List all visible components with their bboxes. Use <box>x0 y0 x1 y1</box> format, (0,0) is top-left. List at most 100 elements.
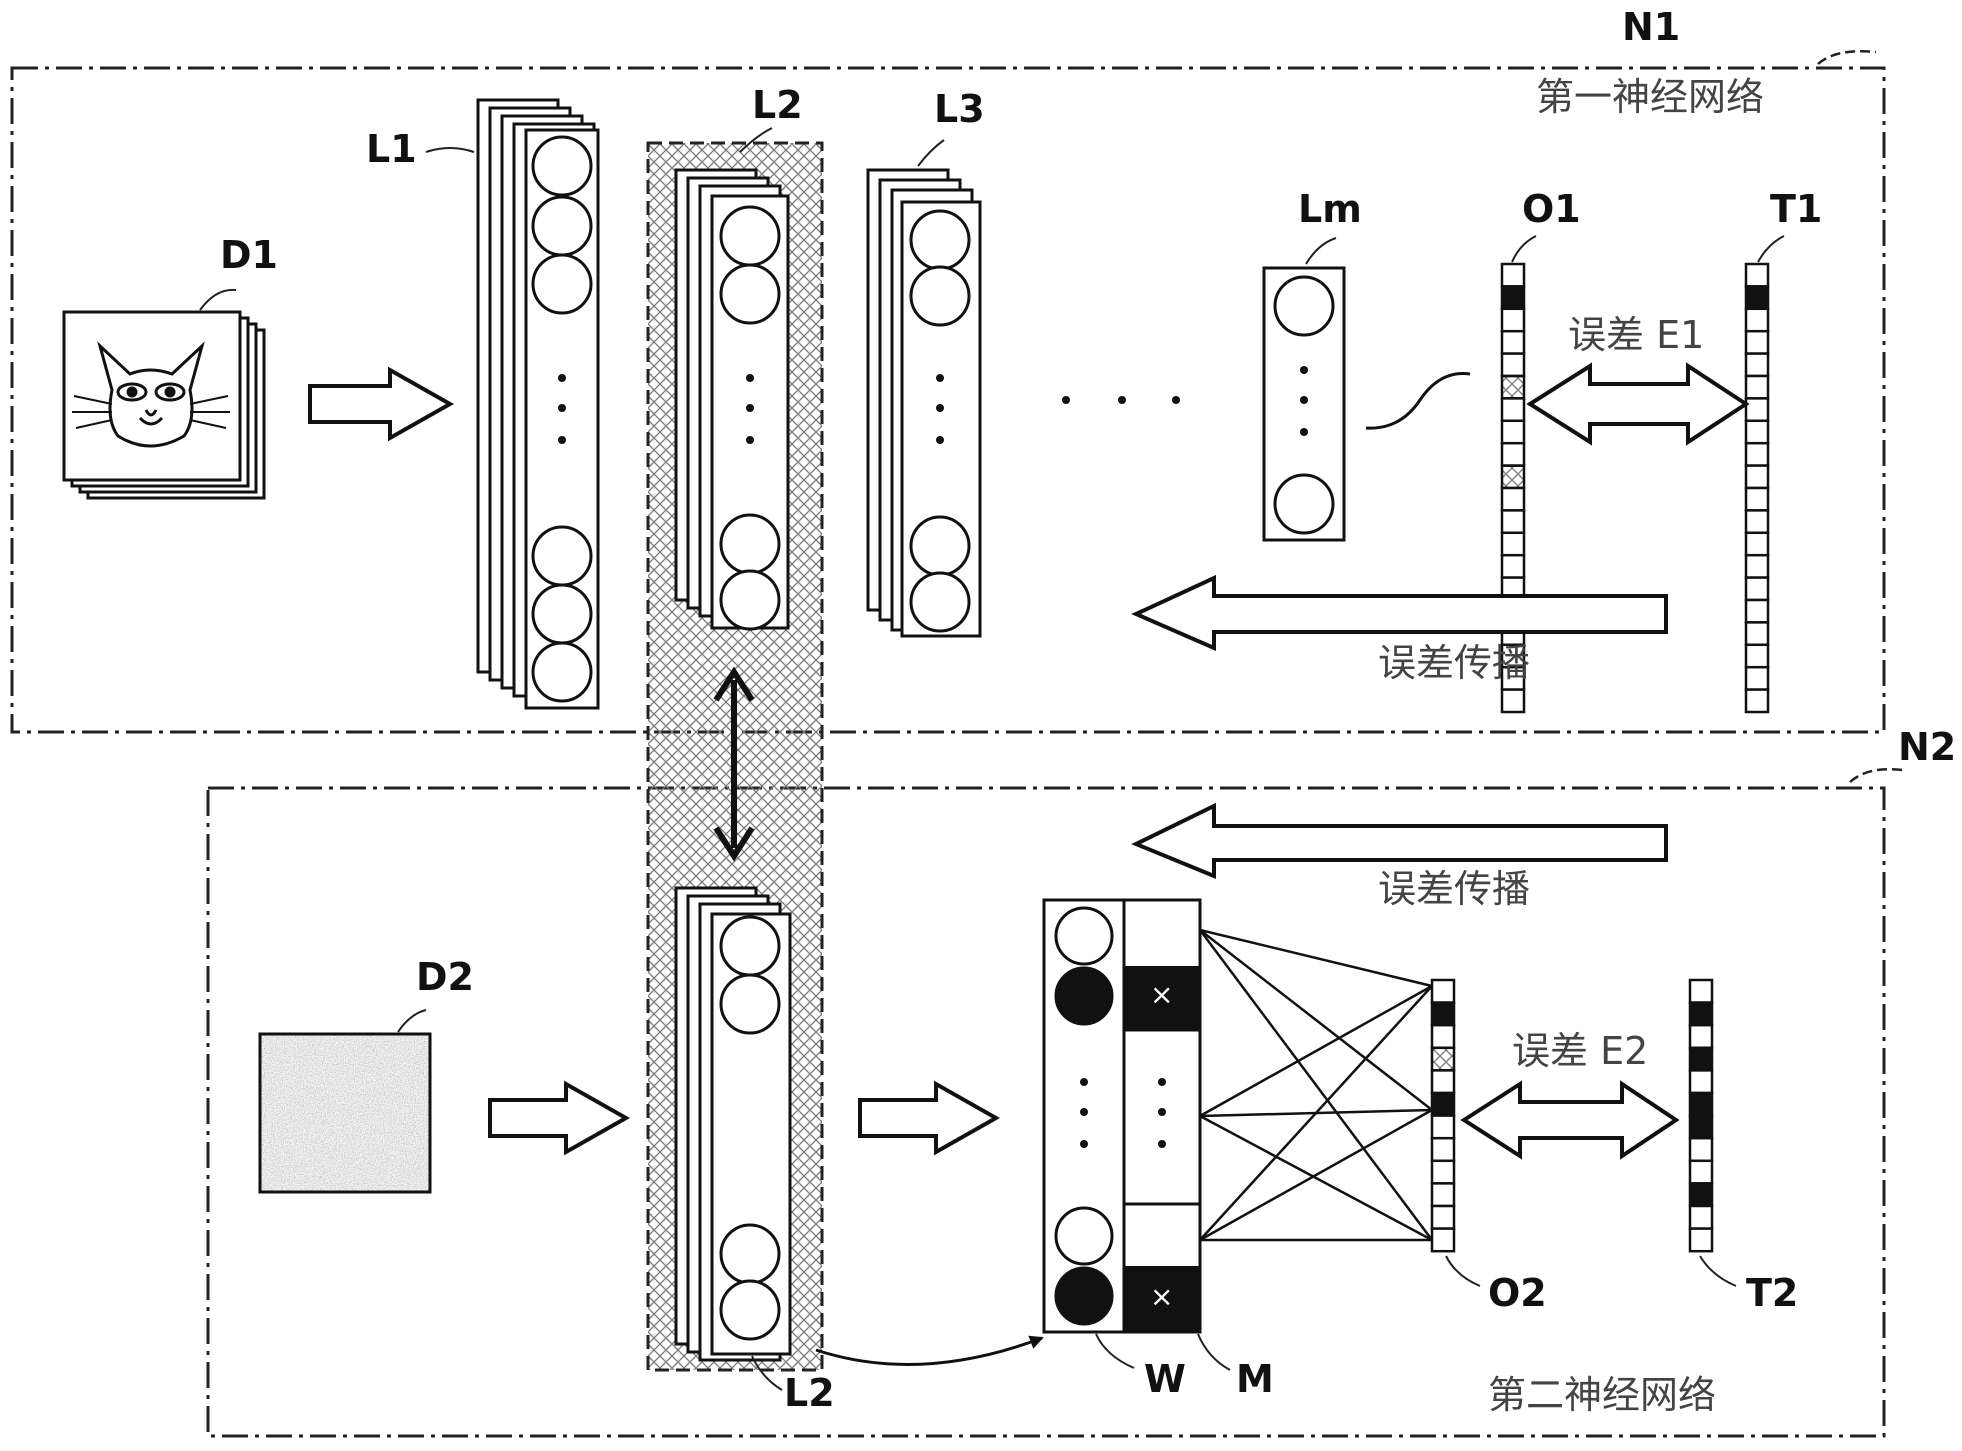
forward-arrow-d1 <box>308 366 455 442</box>
vector-cell <box>1500 285 1526 311</box>
vector-cell <box>1500 531 1526 557</box>
vector-cell <box>1430 1136 1456 1163</box>
output-label-o2: O2 <box>1488 1271 1547 1315</box>
shared-weights-arrow <box>713 666 755 862</box>
vector-cell <box>1500 419 1526 445</box>
vector-cell <box>1688 1023 1714 1050</box>
vector-cell <box>1744 688 1770 714</box>
o1-leader <box>1511 235 1537 263</box>
vector-cell <box>1744 665 1770 691</box>
vector-cell <box>1500 329 1526 355</box>
vector-cell <box>1688 1091 1714 1117</box>
vector-cell <box>1500 486 1526 512</box>
vector-cell <box>1744 419 1770 445</box>
backprop-arrow-n1 <box>1131 574 1668 652</box>
vector-cell <box>1744 352 1770 378</box>
network1-tag: N1 <box>1622 5 1680 49</box>
backprop-label-n1: 误差传播 <box>1378 641 1530 685</box>
mask-column-m <box>1122 898 1202 1334</box>
forward-arrow-l2 <box>858 1080 1001 1156</box>
layer-ellipsis <box>1062 396 1180 404</box>
vector-cell <box>1430 1091 1456 1117</box>
lm-leader <box>1305 237 1337 265</box>
vector-cell <box>1688 1136 1714 1163</box>
t1-leader <box>1757 235 1785 263</box>
vector-cell <box>1744 262 1770 288</box>
backprop-arrow-n2 <box>1131 802 1668 879</box>
vector-cell <box>1500 509 1526 535</box>
target-label-t1: T1 <box>1770 187 1822 231</box>
vector-cell <box>1744 397 1770 423</box>
layer-label-l1: L1 <box>366 127 417 171</box>
vector-cell <box>1430 1159 1456 1185</box>
vector-cell <box>1430 978 1456 1004</box>
layer-label-l3: L3 <box>934 87 985 131</box>
vector-cell <box>1744 486 1770 512</box>
output-vector-o2 <box>1430 978 1456 1253</box>
vector-cell <box>1744 598 1770 624</box>
error-arrow-e2 <box>1460 1080 1680 1160</box>
vector-cell <box>1430 1182 1456 1208</box>
layer-l1-stack <box>476 98 600 710</box>
vector-cell <box>1688 1227 1714 1253</box>
vector-cell <box>1500 352 1526 378</box>
target-vector-t2 <box>1688 978 1714 1253</box>
vector-cell <box>1744 643 1770 669</box>
vector-cell <box>1430 1023 1456 1050</box>
full-connections <box>1198 928 1434 1242</box>
backprop-label-n2: 误差传播 <box>1378 867 1530 911</box>
vector-cell <box>1688 1069 1714 1095</box>
error-arrow-e1 <box>1526 362 1750 446</box>
vector-cell <box>1744 441 1770 467</box>
vector-cell <box>1688 1114 1714 1140</box>
vector-cell <box>1688 1046 1714 1072</box>
network1-frame <box>10 66 1886 734</box>
input-label-d2: D2 <box>416 955 474 999</box>
output-vector-o1 <box>1500 262 1526 714</box>
vector-cell <box>1688 1159 1714 1185</box>
network1-caption: 第一神经网络 <box>1536 75 1764 119</box>
vector-cell <box>1430 1046 1456 1072</box>
vector-cell <box>1688 1204 1714 1230</box>
vector-cell <box>1688 978 1714 1004</box>
vector-cell <box>1430 1204 1456 1230</box>
network2-caption: 第二神经网络 <box>1488 1373 1716 1417</box>
layer-l2-stack-bottom <box>674 886 792 1362</box>
mask-mark-bottom: × <box>1150 1280 1173 1313</box>
vector-cell <box>1500 441 1526 467</box>
vector-cell <box>1744 509 1770 535</box>
l3-leader <box>917 139 945 167</box>
l2-to-w-connector <box>815 1335 1044 1366</box>
vector-cell <box>1500 553 1526 579</box>
weight-column-w <box>1042 898 1126 1334</box>
cat-image <box>72 341 230 448</box>
vector-cell <box>1744 329 1770 355</box>
o2-leader <box>1445 1255 1481 1287</box>
vector-cell <box>1688 1001 1714 1027</box>
layer-l3-stack <box>866 168 982 638</box>
network1-tag-leader <box>1817 50 1877 65</box>
t2-leader <box>1699 1255 1737 1287</box>
layer-label-l2: L2 <box>752 83 803 127</box>
error-label-e1: 误差 E1 <box>1568 313 1704 357</box>
error-label-e2: 误差 E2 <box>1512 1029 1648 1073</box>
forward-arrow-d2 <box>488 1080 631 1156</box>
l2-leader <box>739 127 773 153</box>
layer-l2-stack-top <box>674 168 790 631</box>
network2-tag-leader <box>1849 768 1903 783</box>
vector-cell <box>1744 621 1770 647</box>
vector-cell <box>1500 262 1526 288</box>
input-image-stack-d1 <box>62 310 266 500</box>
target-vector-t1 <box>1744 262 1770 714</box>
vector-cell <box>1744 553 1770 579</box>
vector-cell <box>1744 531 1770 557</box>
d1-leader <box>199 288 237 311</box>
vector-cell <box>1744 576 1770 602</box>
target-label-t2: T2 <box>1746 1271 1798 1315</box>
vector-cell <box>1744 307 1770 333</box>
input-label-d1: D1 <box>220 233 278 277</box>
weight-label-w: W <box>1144 1357 1186 1401</box>
vector-cell <box>1500 374 1526 400</box>
vector-cell <box>1744 464 1770 490</box>
